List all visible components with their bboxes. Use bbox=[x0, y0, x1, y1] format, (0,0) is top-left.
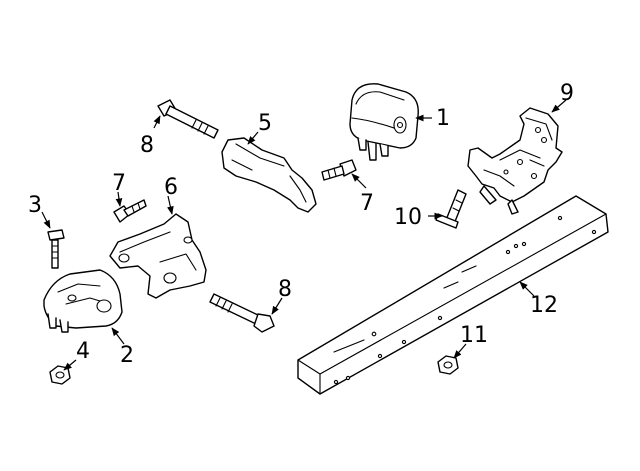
part-1-engine-mount[interactable] bbox=[349, 83, 419, 161]
callout-7-middle: 7 bbox=[360, 191, 374, 216]
callout-2: 2 bbox=[120, 343, 134, 368]
callout-10: 10 bbox=[394, 205, 422, 230]
part-2-insulator[interactable] bbox=[43, 269, 123, 333]
part-12-crossmember[interactable] bbox=[297, 195, 609, 395]
callout-3: 3 bbox=[28, 193, 42, 218]
part-7-bolt-left[interactable] bbox=[113, 199, 147, 223]
callout-9: 9 bbox=[560, 81, 574, 106]
callout-7-left: 7 bbox=[112, 171, 126, 196]
part-4-nut[interactable] bbox=[49, 365, 71, 385]
leader-lines bbox=[41, 99, 567, 371]
callout-11: 11 bbox=[460, 323, 488, 348]
callout-1: 1 bbox=[436, 106, 450, 131]
part-10-stud[interactable] bbox=[435, 189, 467, 229]
part-8-bolt-top[interactable] bbox=[157, 99, 219, 139]
callout-12: 12 bbox=[530, 293, 558, 318]
callout-5: 5 bbox=[258, 111, 272, 136]
callout-8-top: 8 bbox=[140, 133, 154, 158]
callout-6: 6 bbox=[164, 175, 178, 200]
part-11-nut[interactable] bbox=[437, 355, 459, 375]
part-3-bolt[interactable] bbox=[47, 229, 65, 269]
callout-4: 4 bbox=[76, 339, 90, 364]
part-6-bracket[interactable] bbox=[109, 213, 207, 299]
part-7-bolt-middle[interactable] bbox=[321, 159, 357, 181]
part-5-bracket[interactable] bbox=[221, 137, 317, 213]
part-9-mount-bracket[interactable] bbox=[467, 107, 563, 215]
part-8-bolt-bottom[interactable] bbox=[209, 293, 275, 333]
callout-8-bottom: 8 bbox=[278, 277, 292, 302]
